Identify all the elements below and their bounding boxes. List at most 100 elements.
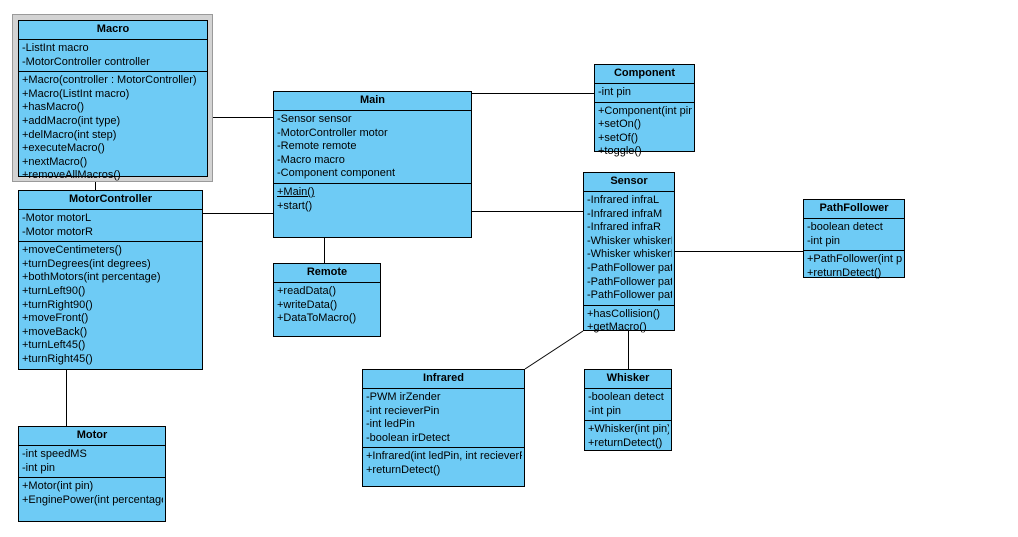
class-box-remote[interactable]: Remote +readData() +writeData() +DataToM… — [273, 263, 381, 337]
attribute-row: -boolean detect — [588, 391, 664, 403]
method-row: +returnDetect() — [366, 463, 441, 476]
method-row: +Infrared(int ledPin, int recieverPin) — [366, 450, 522, 463]
attribute-row: -Sensor sensor — [277, 113, 352, 125]
attribute-row: -Infrared infraM — [587, 207, 663, 220]
method-row: +executeMacro() — [22, 142, 105, 155]
attribute-row: -PathFollower pathR — [587, 289, 672, 302]
class-attributes-sensor: -Infrared infraL -Infrared infraM -Infra… — [584, 192, 674, 306]
attribute-row: -Remote remote — [277, 140, 357, 153]
attribute-row: -MotorController controller — [22, 55, 150, 68]
method-row: +writeData() — [277, 298, 338, 311]
method-row: +setOf() — [598, 131, 639, 144]
class-attributes-macro: -ListInt macro -MotorController controll… — [19, 40, 207, 73]
method-row: +delMacro(int step) — [22, 128, 117, 141]
method-row: +setOn() — [598, 118, 642, 131]
class-methods-remote: +readData() +writeData() +DataToMacro() — [274, 283, 380, 328]
class-methods-main: +Main() +start() — [274, 184, 471, 215]
class-title-infrared: Infrared — [363, 370, 524, 389]
attribute-row: -Motor motorR — [22, 225, 93, 238]
method-row: +Macro(controller : MotorController) — [22, 74, 197, 87]
class-methods-infrared: +Infrared(int ledPin, int recieverPin) +… — [363, 448, 524, 479]
method-row: +moveCentimeters() — [22, 244, 122, 257]
class-box-whisker[interactable]: Whisker -boolean detect -int pin +Whiske… — [584, 369, 672, 451]
attribute-row: -PWM irZender — [366, 391, 441, 403]
class-methods-motorcontroller: +moveCentimeters() +turnDegrees(int degr… — [19, 242, 202, 368]
class-box-sensor[interactable]: Sensor -Infrared infraL -Infrared infraM… — [583, 172, 675, 333]
method-row: +bothMotors(int percentage) — [22, 271, 161, 284]
class-methods-component: +Component(int pin) +setOn() +setOf() +t… — [595, 103, 694, 161]
attribute-row: -int recieverPin — [366, 404, 440, 417]
method-row: +Macro(ListInt macro) — [22, 87, 130, 100]
association-motorcontroller-motor — [66, 370, 67, 426]
method-row: +addMacro(int type) — [22, 114, 121, 127]
method-row: +Whisker(int pin) — [588, 423, 669, 436]
attribute-row: -Whisker whiskerL — [587, 234, 672, 247]
method-row: +DataToMacro() — [277, 312, 357, 325]
association-motorcontroller-main — [203, 213, 273, 214]
class-attributes-motor: -int speedMS -int pin — [19, 446, 165, 479]
method-row: +turnLeft90() — [22, 284, 86, 297]
class-box-infrared[interactable]: Infrared -PWM irZender -int recieverPin … — [362, 369, 525, 487]
method-row: +returnDetect() — [807, 266, 882, 279]
class-box-macro[interactable]: Macro -ListInt macro -MotorController co… — [18, 20, 208, 181]
class-attributes-component: -int pin — [595, 84, 694, 103]
attribute-row: -boolean irDetect — [366, 431, 450, 444]
class-title-remote: Remote — [274, 264, 380, 283]
method-row: +returnDetect() — [588, 436, 663, 449]
class-box-main[interactable]: Main -Sensor sensor -MotorController mot… — [273, 91, 472, 238]
attribute-row: -int pin — [598, 86, 632, 98]
method-row: +Motor(int pin) — [22, 480, 94, 493]
method-row: +moveBack() — [22, 325, 88, 338]
association-sensor-infrared — [524, 330, 584, 370]
attribute-row: -int pin — [807, 234, 841, 247]
association-main-sensor — [472, 211, 583, 212]
method-row: +nextMacro() — [22, 155, 88, 168]
attribute-row: -PathFollower pathL — [587, 261, 672, 274]
class-title-macro: Macro — [19, 21, 207, 40]
attribute-row: -Motor motorL — [22, 212, 92, 224]
class-title-sensor: Sensor — [584, 173, 674, 192]
class-attributes-pathfollower: -boolean detect -int pin — [804, 219, 904, 252]
association-sensor-whisker — [628, 331, 629, 369]
class-methods-sensor: +hasCollision() +getMacro() — [584, 306, 674, 337]
class-box-motor[interactable]: Motor -int speedMS -int pin +Motor(int p… — [18, 426, 166, 522]
attribute-row: -Whisker whiskerR — [587, 248, 672, 261]
class-title-main: Main — [274, 92, 471, 111]
attribute-row: -Infrared infraR — [587, 221, 661, 234]
method-row: +hasMacro() — [22, 101, 85, 114]
method-row: +removeAllMacros() — [22, 169, 121, 182]
class-title-whisker: Whisker — [585, 370, 671, 389]
method-row: +moveFront() — [22, 312, 89, 325]
class-box-component[interactable]: Component -int pin +Component(int pin) +… — [594, 64, 695, 157]
attribute-row: -int pin — [22, 461, 56, 474]
method-row: +turnRight90() — [22, 298, 93, 311]
association-sensor-pathfollower — [675, 251, 803, 252]
class-methods-whisker: +Whisker(int pin) +returnDetect() — [585, 421, 671, 452]
association-macro-main — [190, 117, 273, 118]
class-attributes-motorcontroller: -Motor motorL -Motor motorR — [19, 210, 202, 243]
class-title-component: Component — [595, 65, 694, 84]
method-row: +start() — [277, 199, 313, 212]
association-macro-motorcontroller — [95, 177, 96, 193]
class-methods-macro: +Macro(controller : MotorController) +Ma… — [19, 72, 207, 185]
attribute-row: -PathFollower pathM — [587, 275, 672, 288]
attribute-row: -ListInt macro — [22, 42, 89, 54]
attribute-row: -int ledPin — [366, 418, 415, 431]
class-title-pathfollower: PathFollower — [804, 200, 904, 219]
class-box-pathfollower[interactable]: PathFollower -boolean detect -int pin +P… — [803, 199, 905, 279]
method-row: +turnDegrees(int degrees) — [22, 257, 151, 270]
method-row: +turnLeft45() — [22, 339, 86, 352]
class-methods-pathfollower: +PathFollower(int pin) +returnDetect() — [804, 251, 904, 282]
attribute-row: -int pin — [588, 404, 622, 417]
class-attributes-infrared: -PWM irZender -int recieverPin -int ledP… — [363, 389, 524, 449]
class-title-motor: Motor — [19, 427, 165, 446]
method-row: +toggle() — [598, 145, 642, 158]
attribute-row: -Component component — [277, 167, 396, 180]
association-main-remote — [324, 238, 325, 263]
class-title-motorcontroller: MotorController — [19, 191, 202, 210]
class-methods-motor: +Motor(int pin) +EnginePower(int percent… — [19, 478, 165, 509]
class-attributes-main: -Sensor sensor -MotorController motor -R… — [274, 111, 471, 184]
method-row: +Component(int pin) — [598, 104, 692, 117]
class-box-motorcontroller[interactable]: MotorController -Motor motorL -Motor mot… — [18, 190, 203, 370]
